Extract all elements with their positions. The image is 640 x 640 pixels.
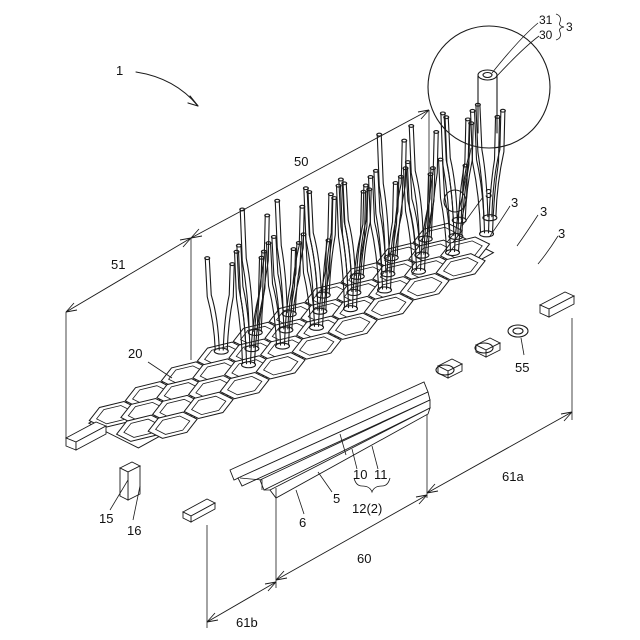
label-fiber-c: 3 bbox=[540, 204, 547, 219]
label-width-50: 50 bbox=[294, 154, 308, 169]
label-length-61b: 61b bbox=[236, 615, 258, 630]
label-fiber-group-3: 3 bbox=[566, 20, 573, 34]
label-mesh-20: 20 bbox=[128, 346, 142, 361]
label-length-61a: 61a bbox=[502, 469, 524, 484]
label-fiber-b: 3 bbox=[511, 195, 518, 210]
label-fiber-outer-30: 30 bbox=[539, 28, 553, 42]
label-sub-layer-6: 6 bbox=[299, 515, 306, 530]
label-assembly: 1 bbox=[116, 63, 123, 78]
label-layer-11: 11 bbox=[374, 467, 388, 482]
label-base-layer-5: 5 bbox=[333, 491, 340, 506]
label-layer-10: 10 bbox=[353, 467, 367, 482]
fiber bbox=[205, 257, 235, 354]
label-fiber-d: 3 bbox=[558, 226, 565, 241]
label-layer-group-12: 12(2) bbox=[352, 501, 382, 516]
label-mesh-edge-15: 15 bbox=[99, 511, 113, 526]
label-mesh-cell-16: 16 bbox=[127, 523, 141, 538]
label-fiber-inner-31: 31 bbox=[539, 13, 553, 27]
label-fiber-a: 3 bbox=[485, 186, 492, 201]
fiber bbox=[475, 103, 505, 220]
label-length-60: 60 bbox=[357, 551, 371, 566]
label-depth-51: 51 bbox=[111, 257, 125, 272]
label-holder-55: 55 bbox=[515, 360, 529, 375]
assembly-arrow bbox=[136, 72, 198, 106]
base-layers bbox=[230, 382, 430, 498]
dimension-lines bbox=[66, 110, 572, 628]
